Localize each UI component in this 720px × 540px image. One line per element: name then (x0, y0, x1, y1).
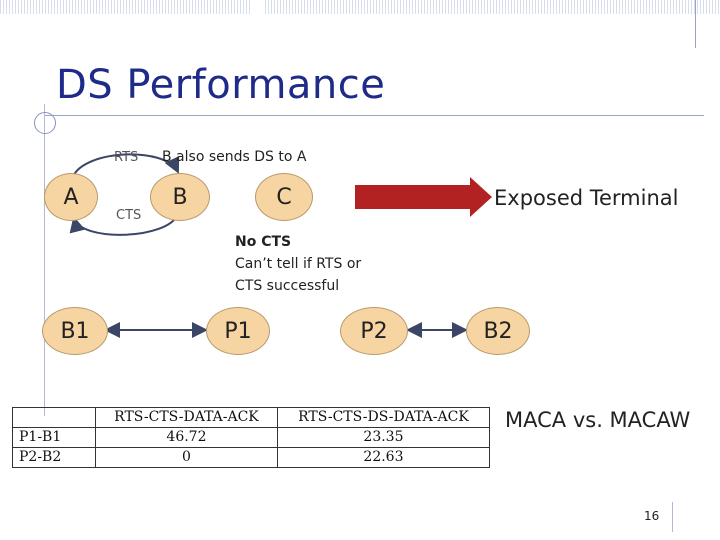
header-stripe-left (0, 0, 250, 14)
table-cell: P1-B1 (12, 427, 96, 448)
table-header-cell: RTS-CTS-DATA-ACK (95, 407, 278, 428)
exposed-terminal-arrow (355, 177, 492, 217)
title-rule-horizontal (44, 115, 704, 116)
b-note: B also sends DS to A (162, 149, 307, 165)
table-cell: P2-B2 (12, 447, 96, 468)
comparison-label: MACA vs. MACAW (505, 408, 691, 432)
page-number: 16 (644, 509, 660, 523)
node-p1: P1 (206, 307, 270, 355)
node-c: C (255, 173, 313, 221)
no-cts-line-1: Can’t tell if RTS or (235, 256, 362, 272)
no-cts-heading: No CTS (235, 234, 292, 250)
page-number-rule (672, 502, 673, 532)
table-cell: 22.63 (276, 447, 491, 468)
table-row: P2-B2 0 22.63 (12, 447, 491, 468)
node-b1: B1 (42, 307, 108, 355)
header-stripe-right (265, 0, 720, 14)
node-b: B (150, 173, 210, 221)
node-b2: B2 (466, 307, 530, 355)
slide-title: DS Performance (56, 62, 386, 108)
table-header-cell: RTS-CTS-DS-DATA-ACK (276, 407, 491, 428)
table-cell: 46.72 (95, 427, 278, 448)
exposed-terminal-label: Exposed Terminal (494, 186, 679, 210)
table-cell: 0 (95, 447, 278, 468)
rts-arc (71, 153, 180, 181)
table-row: P1-B1 46.72 23.35 (12, 427, 491, 448)
node-a: A (44, 173, 98, 221)
node-p2: P2 (340, 307, 408, 355)
table-header-cell (12, 407, 96, 428)
table-header-row: RTS-CTS-DATA-ACK RTS-CTS-DS-DATA-ACK (12, 407, 491, 428)
results-table: RTS-CTS-DATA-ACK RTS-CTS-DS-DATA-ACK P1-… (12, 407, 491, 468)
table-cell: 23.35 (276, 427, 491, 448)
rts-label: RTS (114, 150, 139, 165)
no-cts-line-2: CTS successful (235, 278, 340, 294)
header-divider-vertical (695, 0, 696, 48)
cts-label: CTS (116, 208, 142, 223)
title-rule-vertical (44, 104, 45, 416)
cts-arc (69, 213, 179, 236)
crosshair-ornament (34, 112, 56, 134)
